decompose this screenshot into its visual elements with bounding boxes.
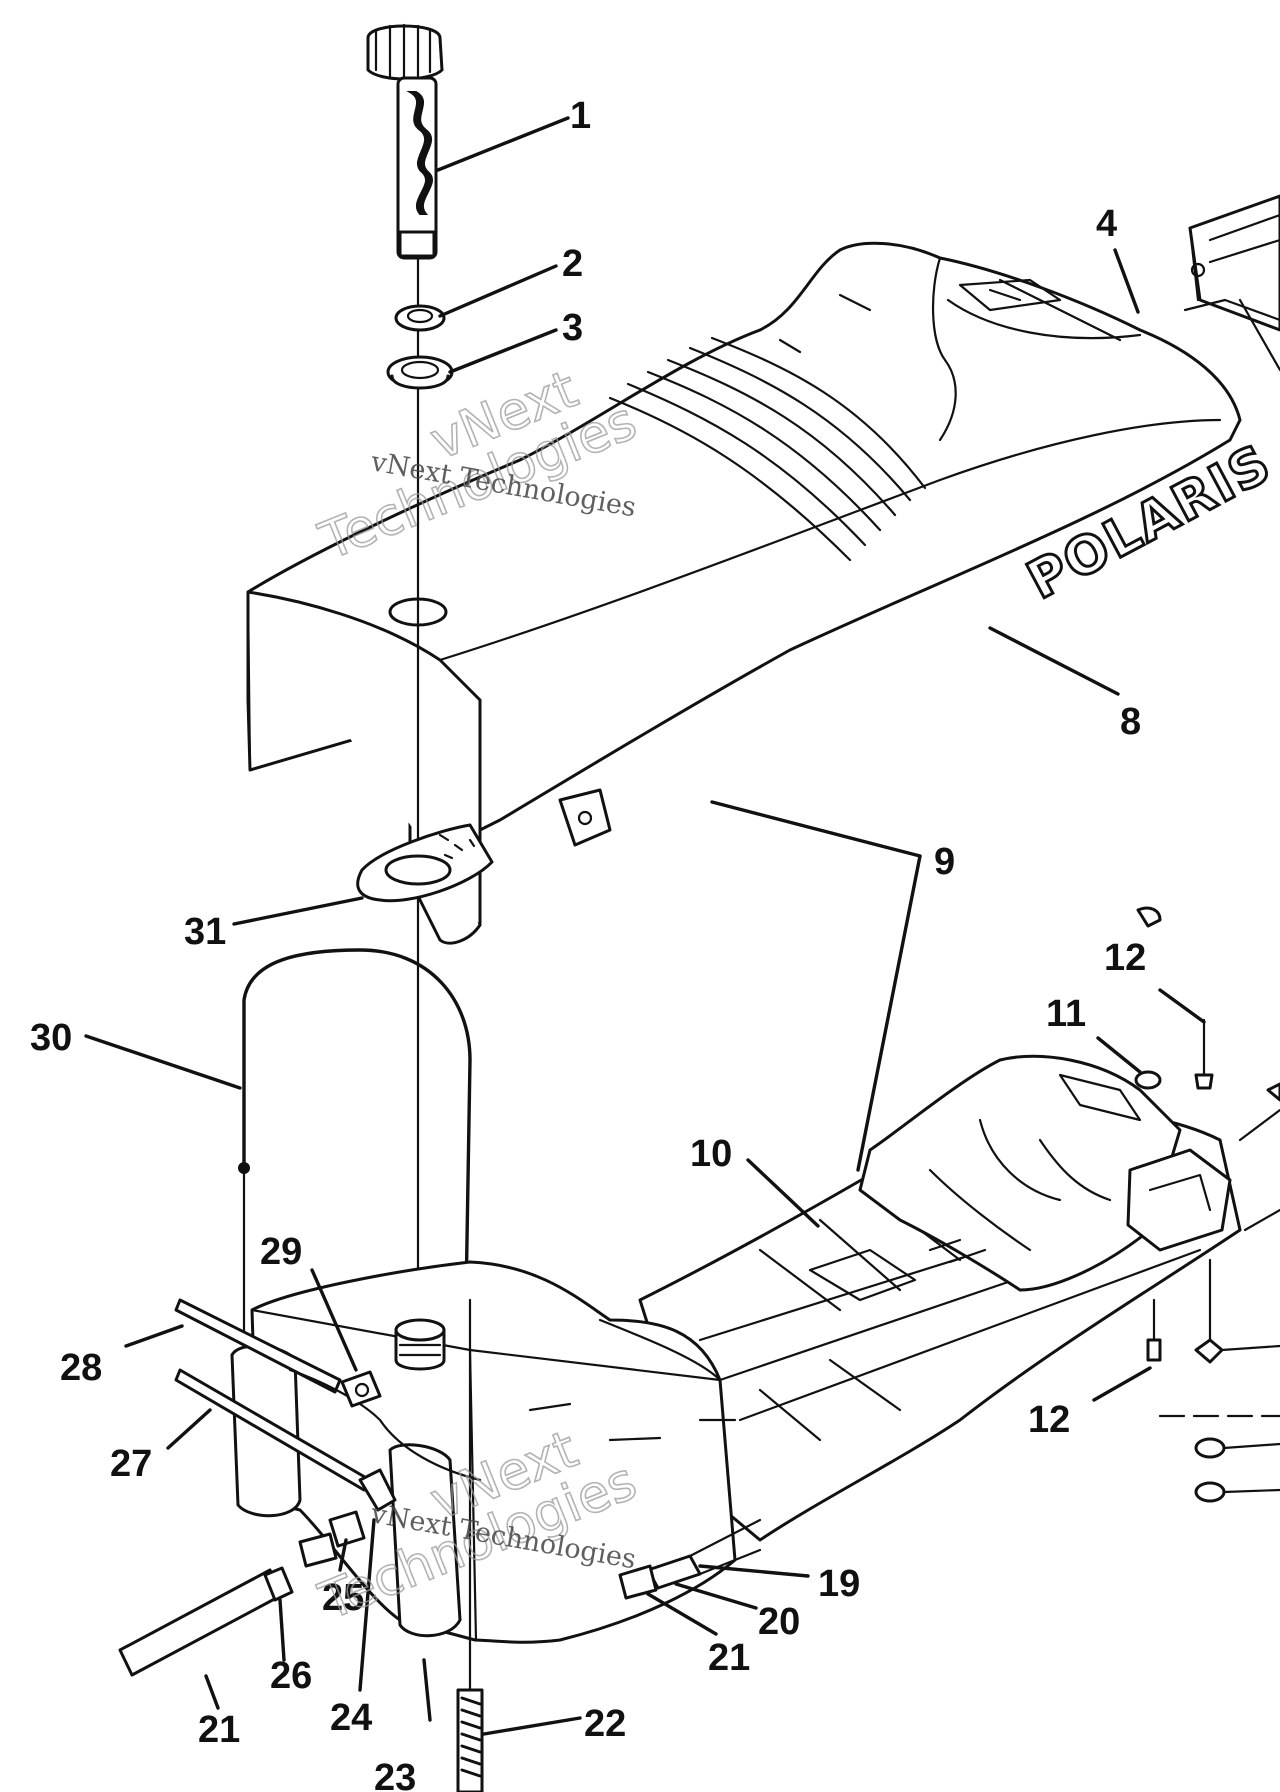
callout-2: 2 xyxy=(562,243,583,285)
outlet-fittings xyxy=(118,1468,397,1677)
leader-lines xyxy=(84,116,1206,1736)
fitting-29 xyxy=(340,1370,382,1408)
callout-31: 31 xyxy=(184,911,226,953)
callout-25: 25 xyxy=(322,1577,364,1619)
grommet-3 xyxy=(386,355,454,390)
callout-12-top: 12 xyxy=(1104,937,1146,979)
callout-12-bottom: 12 xyxy=(1028,1399,1070,1441)
fuel-cap-gauge xyxy=(366,23,444,260)
callout-19: 19 xyxy=(818,1563,860,1605)
rear-frame-rail xyxy=(1183,194,1280,372)
callout-21-left: 21 xyxy=(198,1709,240,1751)
clamp-19-20-21 xyxy=(618,1518,762,1600)
callout-26: 26 xyxy=(270,1655,312,1697)
callout-28: 28 xyxy=(60,1347,102,1389)
callout-labels: 1 2 3 4 8 9 10 11 12 12 19 20 21 21 22 2… xyxy=(30,95,1146,1792)
callout-29: 29 xyxy=(260,1231,302,1273)
callout-21-right: 21 xyxy=(708,1637,750,1679)
callout-20: 20 xyxy=(758,1601,800,1643)
tunnel-chassis xyxy=(638,1054,1280,1542)
callout-23: 23 xyxy=(374,1757,416,1792)
callout-27: 27 xyxy=(110,1443,152,1485)
callout-10: 10 xyxy=(690,1133,732,1175)
callout-24: 24 xyxy=(330,1697,372,1739)
callout-11: 11 xyxy=(1046,993,1086,1035)
callout-1: 1 xyxy=(570,95,591,137)
callout-9: 9 xyxy=(934,841,955,883)
callout-30: 30 xyxy=(30,1017,72,1059)
callout-3: 3 xyxy=(562,307,583,349)
callout-4: 4 xyxy=(1096,203,1117,245)
washer-2 xyxy=(394,304,446,332)
fuel-lines xyxy=(174,1298,482,1492)
seat-assembly xyxy=(246,241,1242,945)
seat-pad-31 xyxy=(356,823,494,903)
callout-22: 22 xyxy=(584,1703,626,1745)
callout-8: 8 xyxy=(1120,701,1141,743)
spring-22 xyxy=(456,1298,484,1792)
right-hardware xyxy=(1134,906,1280,1503)
